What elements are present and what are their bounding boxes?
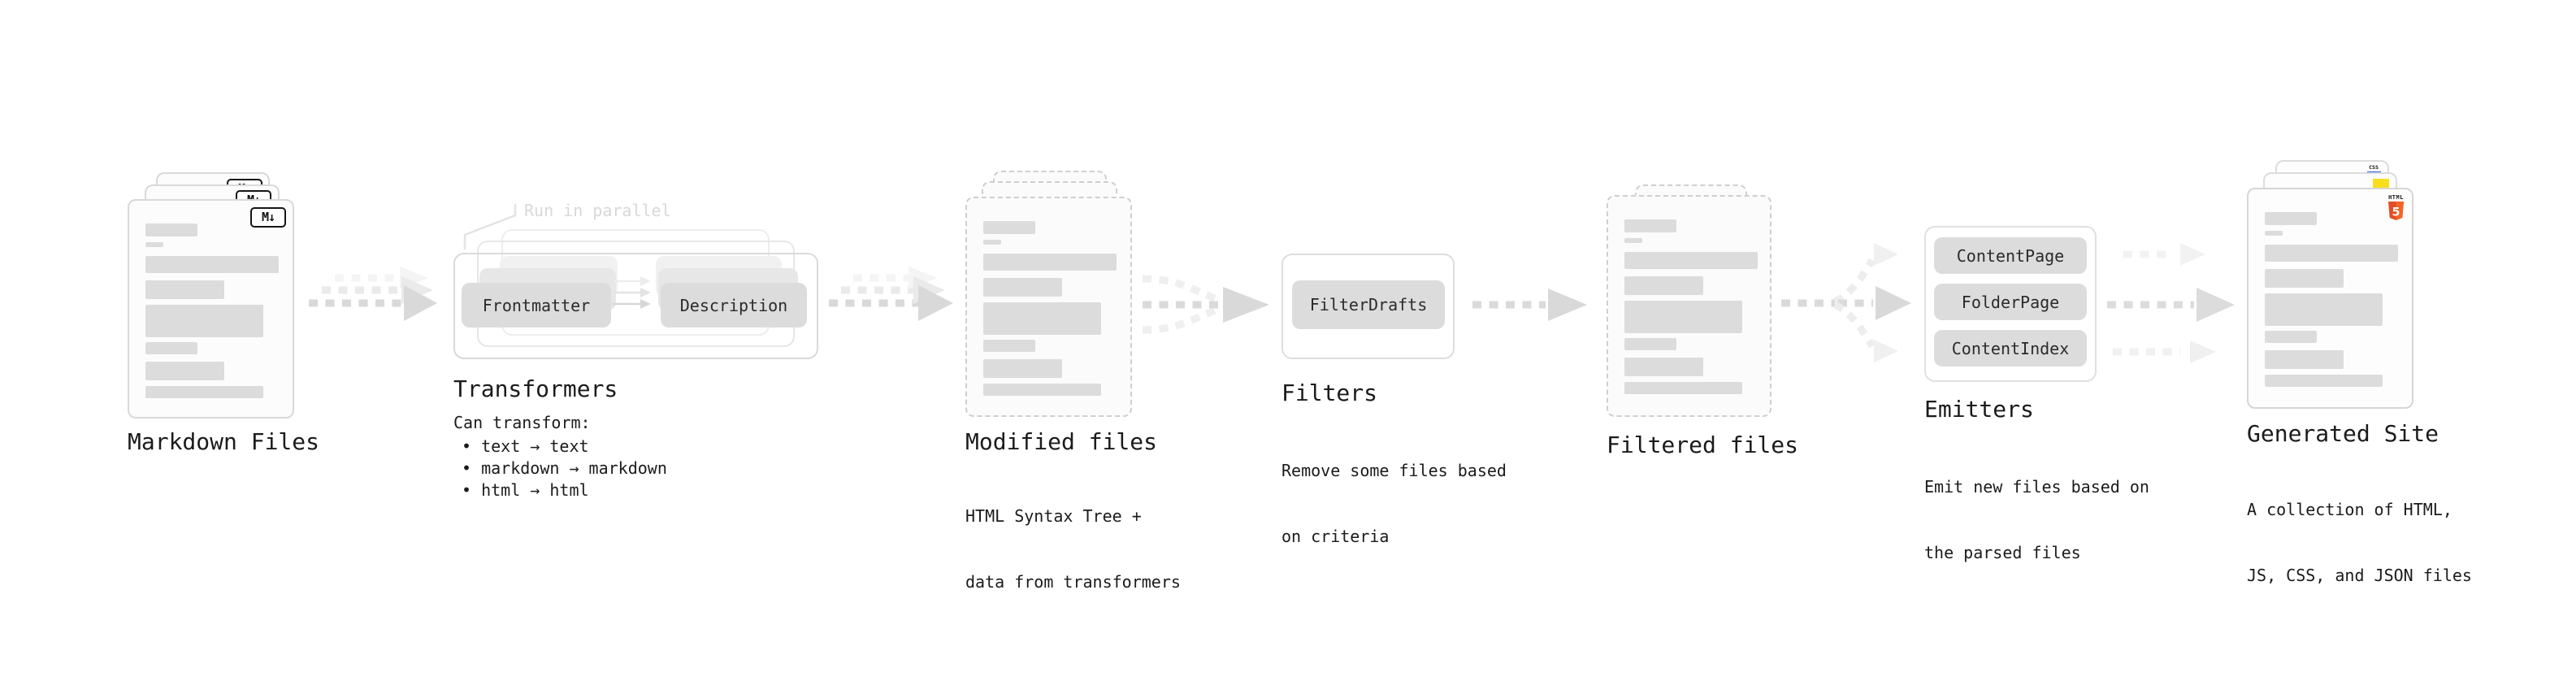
transformer-box-front [453,253,818,359]
text-line-placeholder [2265,350,2344,369]
modified-files-desc: HTML Syntax Tree + data from transformer… [965,506,1181,592]
text-line-placeholder [2265,231,2283,236]
stage-title-emitters: Emitters [1924,396,2034,423]
arrowhead [404,285,437,321]
text-line-placeholder [1624,338,1676,350]
emitters-desc: Emit new files based on the parsed files [1924,477,2149,562]
text-line-placeholder [145,362,224,380]
arrowhead [2190,340,2216,363]
stage-label-filtered-files: Filtered files [1607,432,1799,458]
text-line-placeholder [2265,212,2317,225]
arrowhead [400,267,428,289]
arrowhead [1874,243,1898,266]
arrowhead [913,276,945,304]
arrow-filtered-to-emitters [1781,258,1876,349]
text-line-placeholder [983,359,1062,378]
file-card-front-html: HTML 5 [2247,188,2413,409]
text-line-placeholder [983,278,1062,297]
emitter-node-contentpage: ContentPage [1934,237,2087,274]
text-line-placeholder [1624,358,1703,376]
arrowhead [918,285,953,321]
emitter-node-contentindex: ContentIndex [1934,330,2087,367]
text-line-placeholder [1624,382,1742,394]
text-line-placeholder [1624,301,1742,333]
stage-label-modified-files: Modified files [965,428,1158,455]
transformer-node-description: Description [661,283,807,327]
transformers-bullet: • html → html [462,480,589,500]
text-line-placeholder [983,384,1101,396]
text-line-placeholder [145,305,263,337]
arrow-markdown-to-transformers [309,274,403,307]
markdown-icon: M↓ [250,207,286,228]
stage-title-filters: Filters [1281,380,1378,406]
text-line-placeholder [145,342,197,354]
stage-label-markdown-files: Markdown Files [128,428,320,455]
text-line-placeholder [983,302,1101,335]
text-line-placeholder [2265,245,2398,262]
text-line-placeholder [145,223,197,236]
text-line-placeholder [1624,219,1676,232]
text-line-placeholder [983,340,1035,352]
file-card-front [965,197,1132,417]
arrowhead [2180,243,2205,266]
text-line-placeholder [1624,276,1703,295]
transformers-bullet: • markdown → markdown [462,458,667,478]
text-line-placeholder [2265,293,2383,326]
text-line-placeholder [2265,269,2344,288]
stage-label-generated-site: Generated Site [2247,420,2439,447]
arrowhead [1876,286,1911,320]
text-line-placeholder [983,240,1001,245]
text-line-placeholder [145,242,163,247]
text-line-placeholder [1624,252,1758,269]
arrowhead [1548,288,1587,321]
arrow-transformers-to-modified [829,274,918,307]
arrowhead [2197,288,2235,322]
arrow-emitters-to-generated [2107,250,2194,356]
generated-site-desc: A collection of HTML, JS, CSS, and JSON … [2247,500,2472,585]
transformer-node-frontmatter: Frontmatter [462,283,611,327]
transformers-bullet: • text → text [462,436,589,456]
emitters-box [1924,226,2097,382]
run-in-parallel-note: Run in parallel [524,201,671,220]
text-line-placeholder [2265,375,2383,387]
filters-desc: Remove some files based on criteria [1281,461,1507,546]
file-card-front [1607,195,1772,417]
stage-title-transformers: Transformers [453,375,618,402]
svg-text:5: 5 [2392,206,2400,219]
text-line-placeholder [145,256,279,273]
arrow-modified-to-filters [1142,275,1223,334]
file-card-front: M↓ [128,199,294,419]
arrowhead [909,267,937,289]
filter-node-filterdrafts: FilterDrafts [1292,280,1445,329]
text-line-placeholder [145,280,224,299]
text-line-placeholder [2265,331,2317,343]
html5-icon: HTML 5 [2388,194,2404,220]
filters-box [1281,254,1455,359]
text-line-placeholder [145,386,263,398]
javascript-icon [2373,179,2389,190]
text-line-placeholder [983,254,1117,271]
arrowhead [1874,340,1898,362]
transformers-desc-heading: Can transform: [453,413,591,432]
text-line-placeholder [1624,238,1642,243]
text-line-placeholder [983,221,1035,234]
emitter-node-folderpage: FolderPage [1934,284,2087,320]
arrowhead [1223,287,1269,323]
arrowhead [401,276,433,304]
